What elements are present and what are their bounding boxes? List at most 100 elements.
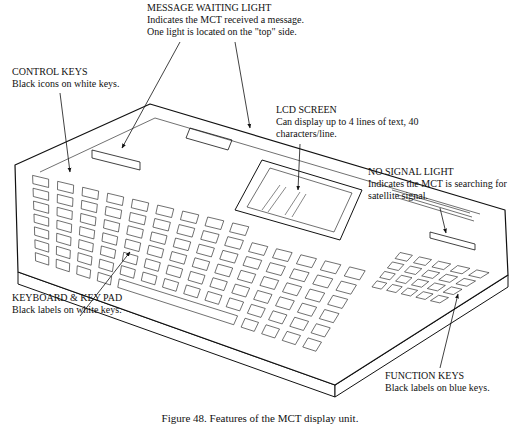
key [162,279,178,292]
key [260,277,279,290]
callout-heading: MESSAGE WAITING LIGHT [147,2,347,14]
key [105,206,122,218]
key [80,213,96,225]
key [150,232,167,245]
key [82,187,99,199]
key [78,253,92,266]
key [125,239,141,252]
key [297,303,316,316]
key [120,266,135,279]
leader-lines [60,42,458,368]
callout-text: Black icons on white keys. [12,78,162,90]
key [184,285,201,298]
key [180,211,198,223]
lcd-glass [247,168,352,232]
key [78,240,93,252]
key [456,278,476,286]
callout-heading: LCD SCREEN [276,104,446,116]
key [254,290,272,303]
callout-text: Indicates the MCT received a message. On… [147,14,323,38]
key [422,270,440,278]
key [380,271,396,279]
key [243,256,262,269]
key [432,261,451,269]
key [237,270,255,283]
key [147,245,164,258]
key [33,188,49,200]
callout-heading: FUNCTION KEYS [385,370,515,382]
key [282,331,300,344]
key [33,175,49,187]
key [144,259,160,272]
key [249,243,268,256]
key [141,272,157,285]
top-face [15,104,508,385]
key [79,227,94,239]
key [153,219,170,231]
key [104,220,120,232]
key [35,240,49,252]
key [395,252,412,261]
key [205,217,224,230]
key [405,266,422,274]
key [450,266,470,274]
message-waiting-light [92,150,140,170]
key [439,274,458,282]
key [247,304,265,317]
key [269,311,287,324]
key [56,246,70,258]
key [220,250,238,263]
key [34,227,48,239]
key [387,262,403,271]
key [77,266,91,279]
key [328,295,348,308]
key [100,246,115,259]
lcd-glare [262,185,306,217]
key [427,283,445,291]
front-face [18,272,335,397]
key [118,279,238,325]
key [34,214,49,226]
key [107,193,124,205]
key [303,338,322,351]
key [210,278,227,291]
key [57,220,72,232]
logo-badge [186,128,232,150]
key [192,258,209,271]
key [262,325,280,338]
key [290,317,309,330]
key [57,181,73,193]
key [469,270,489,278]
key [35,253,48,265]
no-signal-light [430,232,475,250]
key [131,199,148,211]
key [56,259,70,272]
key [266,263,285,276]
key [273,249,293,262]
key [225,237,244,250]
key [313,275,333,288]
key [396,275,412,283]
callout-heading: KEYBOARD & KEY PAD [12,292,162,304]
callout-text: Black labels on blue keys. [385,382,515,394]
key [296,255,316,268]
key [57,194,73,206]
key [232,284,250,297]
callout-heading: NO SIGNAL LIGHT [368,166,513,178]
key [411,279,428,287]
key [387,284,403,292]
key [336,281,356,294]
key [372,281,387,289]
callout-text: Indicates the MCT is searching for satel… [368,178,510,202]
key [34,201,49,213]
key [289,269,309,282]
callout-heading: CONTROL KEYS [12,66,162,78]
key [205,291,222,304]
key [170,252,187,265]
key [173,238,190,251]
key [241,318,258,331]
key [188,271,205,284]
key [102,233,118,245]
key [99,259,114,272]
